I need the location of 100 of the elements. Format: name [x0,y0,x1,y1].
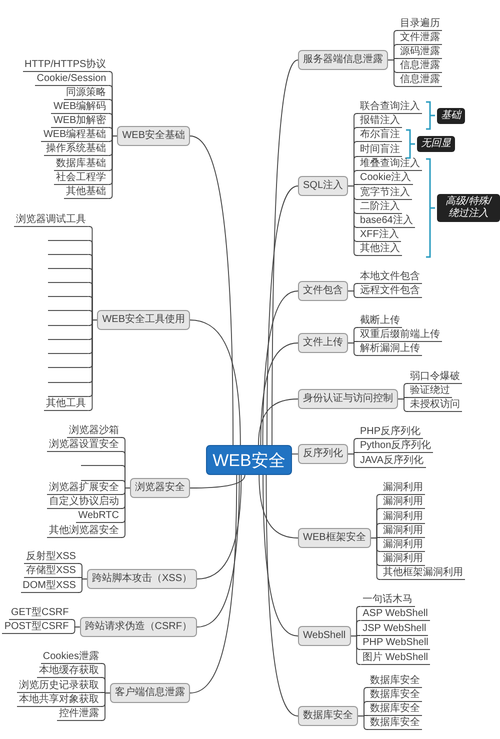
subtopic-label: 布尔盲注 [358,129,402,142]
connector-line [350,636,362,665]
connector-line [190,474,246,488]
subtopic-label: ASP WebShell [360,608,430,621]
subtopic-label: 宽字节注入 [358,187,412,200]
subtopic-label: 浏览器调试工具 [14,214,88,227]
subtopic-label: 未授权访问 [408,399,462,412]
subtopic-label: 图片 WebShell [360,652,430,665]
subtopic-label: 双重后缀前端上传 [358,329,442,342]
topic-box: 身份认证与访问控制 [298,389,398,409]
subtopic-label: 时间盲注 [358,144,402,157]
subtopic-label: base64注入 [358,215,415,228]
subtopic-label: WebRTC [76,510,121,523]
subtopic-label: 同源策略 [64,87,108,100]
topic-box: 文件上传 [298,333,348,353]
connector-line [196,474,242,580]
connector-line [88,320,98,411]
topic-box: WEB安全基础 [117,126,190,146]
topic-box: 跨站脚本攻击（XSS） [86,569,197,589]
connector-line [348,186,358,256]
subtopic-label: 堆叠查询注入 [358,158,422,171]
subtopic-label: 其他工具 [44,398,88,411]
summary-label: 高级/特殊/绕过注入 [437,194,500,222]
connector-line [70,626,80,634]
connector-line [260,342,298,446]
subtopic-label: 本地共享对象获取 [17,694,101,707]
central-topic: WEB安全 [206,445,292,475]
connector-line [196,474,240,628]
topic-box: 浏览器安全 [130,478,190,498]
connector-line [78,578,88,593]
subtopic-label: Cookie注入 [358,172,414,185]
connector-line [190,320,241,446]
connector-line [398,398,408,412]
topic-box: 数据库安全 [298,706,358,726]
connector-line [348,290,358,298]
subtopic-label: 浏览器设置安全 [47,439,121,452]
subtopic-label: 本地缓存获取 [37,665,101,678]
subtopic-label: 报错注入 [358,115,402,128]
topic-box: WebShell [298,626,351,646]
topic-box: WEB安全工具使用 [97,310,190,330]
connector-line [370,538,382,580]
subtopic-label: 控件泄露 [57,708,101,721]
topic-box: 客户端信息泄露 [110,683,190,703]
subtopic-label: Cookie/Session [34,73,108,86]
subtopic-label: Python反序列化 [358,440,434,453]
subtopic-label: 二阶注入 [358,201,402,214]
connector-line [266,474,298,716]
subtopic-label: 一句话木马 [360,594,415,607]
topic-box: SQL注入 [298,176,348,196]
subtopic-label: 联合查询注入 [358,101,422,114]
connector-line [358,716,368,730]
connector-line [262,474,298,636]
subtopic-label: JAVA反序列化 [358,455,426,468]
subtopic-label: 数据库安全 [368,689,422,702]
subtopic-label: 目录遍历 [398,18,442,31]
subtopic-label: 漏洞利用 [380,482,425,495]
subtopic-label: 存储型XSS [24,565,78,578]
subtopic-label: 解析漏洞上传 [358,343,422,356]
topic-box: WEB框架安全 [298,528,371,548]
subtopic-label: 数据库安全 [368,675,422,688]
subtopic-label: WEB编解码 [51,101,108,114]
subtopic-label: 源码泄露 [398,46,442,59]
topic-box: 文件包含 [298,281,348,301]
subtopic-label: WEB编程基础 [41,129,108,142]
connector-line [258,398,298,446]
subtopic-label: 操作系统基础 [44,143,108,156]
subtopic-label: 文件泄露 [398,32,442,45]
subtopic-label: 自定义协议启动 [47,496,121,509]
subtopic-label: HTTP/HTTPS协议 [22,59,108,72]
subtopic-label: 信息泄露 [398,74,442,87]
connector-line [190,474,238,694]
connector-line [388,60,398,87]
summary-label: 无回显 [417,136,456,152]
subtopic-label: 数据库安全 [368,717,422,730]
subtopic-label: 信息泄露 [398,60,442,73]
subtopic-label: POST型CSRF [2,621,71,634]
subtopic-label: 其他浏览器安全 [47,525,121,538]
subtopic-label: 浏览历史记录获取 [17,680,101,693]
connector-line [190,136,234,446]
subtopic-label: 验证绕过 [408,385,452,398]
subtopic-label: 社会工程学 [54,172,108,185]
summary-label: 基础 [437,108,466,124]
subtopic-label: 其他基础 [64,186,108,199]
subtopic-label: 漏洞利用 [380,539,425,552]
subtopic-label: 漏洞利用 [380,496,425,509]
subtopic-label: 漏洞利用 [380,525,425,538]
connector-line [348,342,358,356]
subtopic-label: 数据库基础 [54,158,108,171]
subtopic-label: PHP WebShell [360,637,430,650]
subtopic-label: DOM型XSS [20,580,78,593]
connector-line [100,692,110,721]
topic-box: 反序列化 [298,444,348,464]
subtopic-label: 漏洞利用 [380,511,425,524]
subtopic-label: 浏览器扩展安全 [47,482,121,495]
subtopic-label: JSP WebShell [360,623,428,636]
subtopic-label: XFF注入 [358,229,401,242]
subtopic-label: 弱口令爆破 [408,371,462,384]
subtopic-label: 其他注入 [358,243,402,256]
subtopic-label: 漏洞利用 [380,553,425,566]
subtopic-label: 其他框架漏洞利用 [380,567,465,580]
